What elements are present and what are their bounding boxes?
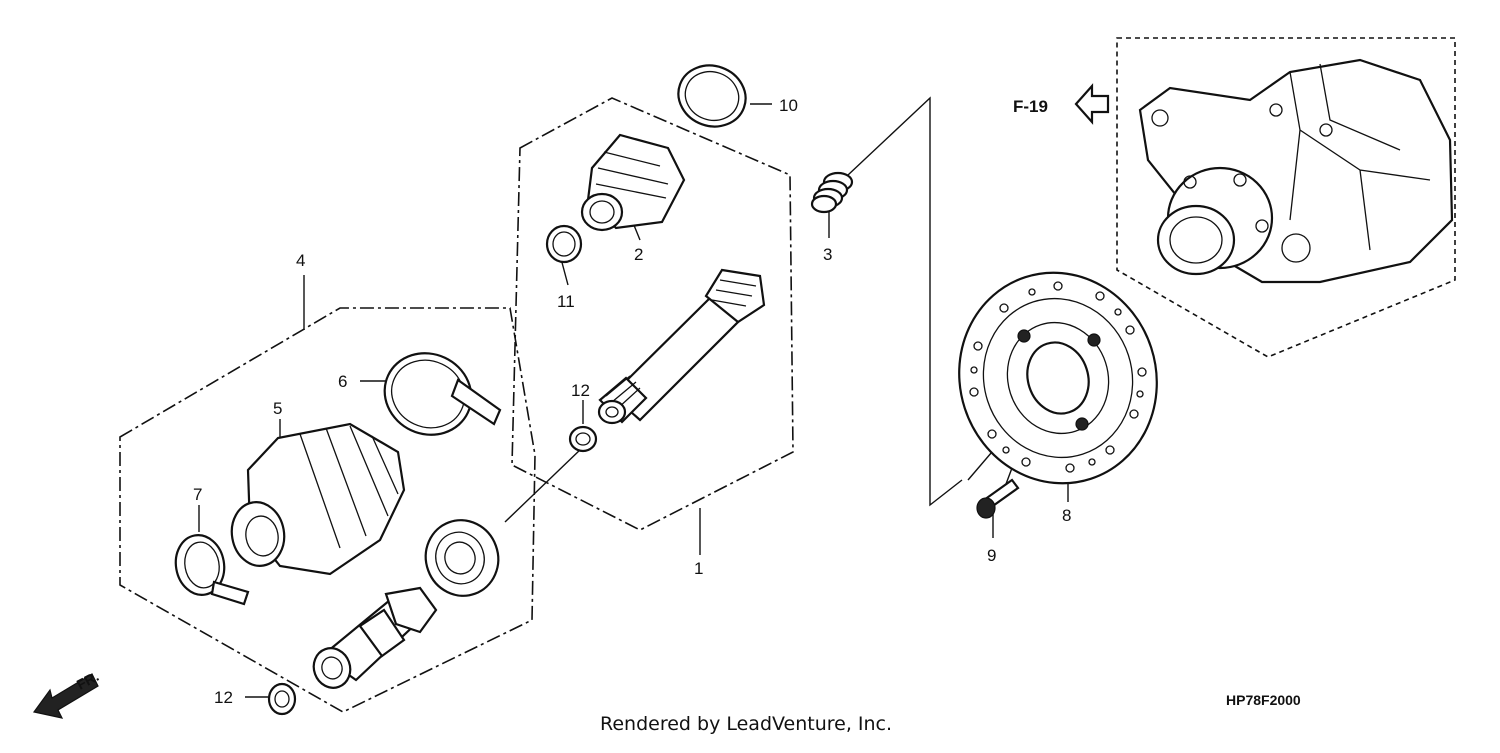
part-11-ring[interactable] xyxy=(545,224,583,264)
part-12-washer-upper[interactable] xyxy=(568,425,598,453)
part-5-boot[interactable] xyxy=(227,422,406,576)
reference-f19[interactable]: F-19 xyxy=(1013,83,1110,125)
part-7-band[interactable] xyxy=(171,531,250,606)
callout-7: 7 xyxy=(193,485,202,504)
part-8-brake-disc[interactable] xyxy=(932,247,1184,509)
callout-11: 11 xyxy=(557,292,575,311)
callout-12-lower: 12 xyxy=(214,688,233,707)
callout-8: 8 xyxy=(1062,506,1071,525)
callout-2: 2 xyxy=(634,245,643,264)
callout-numbers: 4 2 11 3 10 12 6 5 7 1 9 8 12 xyxy=(193,96,1071,707)
part-9-bolt[interactable] xyxy=(976,478,1020,519)
final-drive-housing[interactable] xyxy=(1138,58,1454,284)
part-10-o-ring[interactable] xyxy=(670,56,754,136)
part-seal[interactable] xyxy=(415,510,509,606)
group-1-outline xyxy=(511,97,794,531)
callout-1: 1 xyxy=(694,559,703,578)
part-12-washer-lower[interactable] xyxy=(267,682,297,716)
callout-4: 4 xyxy=(296,251,305,270)
credit-text: Rendered by LeadVenture, Inc. xyxy=(600,713,892,735)
callout-3: 3 xyxy=(823,245,832,264)
disc-vent-holes xyxy=(969,281,1147,473)
callout-6: 6 xyxy=(338,372,347,391)
part-universal-joint[interactable] xyxy=(308,586,438,693)
front-indicator: FR. xyxy=(32,668,101,719)
part-1-shaft[interactable] xyxy=(597,268,766,425)
callout-5: 5 xyxy=(273,399,282,418)
diagram-code: HP78F2000 xyxy=(1226,692,1301,708)
disc-bracket xyxy=(847,96,963,507)
part-6-band[interactable] xyxy=(371,339,502,449)
group-4-outline xyxy=(119,307,536,713)
front-arrow-icon xyxy=(32,673,99,719)
callout-12-upper: 12 xyxy=(571,381,590,400)
callout-10: 10 xyxy=(779,96,798,115)
part-3-spring[interactable] xyxy=(810,171,854,214)
housing-outline xyxy=(1116,37,1456,358)
part-2-boot[interactable] xyxy=(580,133,686,232)
arrow-left-icon xyxy=(1074,83,1110,125)
callout-9: 9 xyxy=(987,546,996,565)
reference-label: F-19 xyxy=(1013,97,1048,116)
